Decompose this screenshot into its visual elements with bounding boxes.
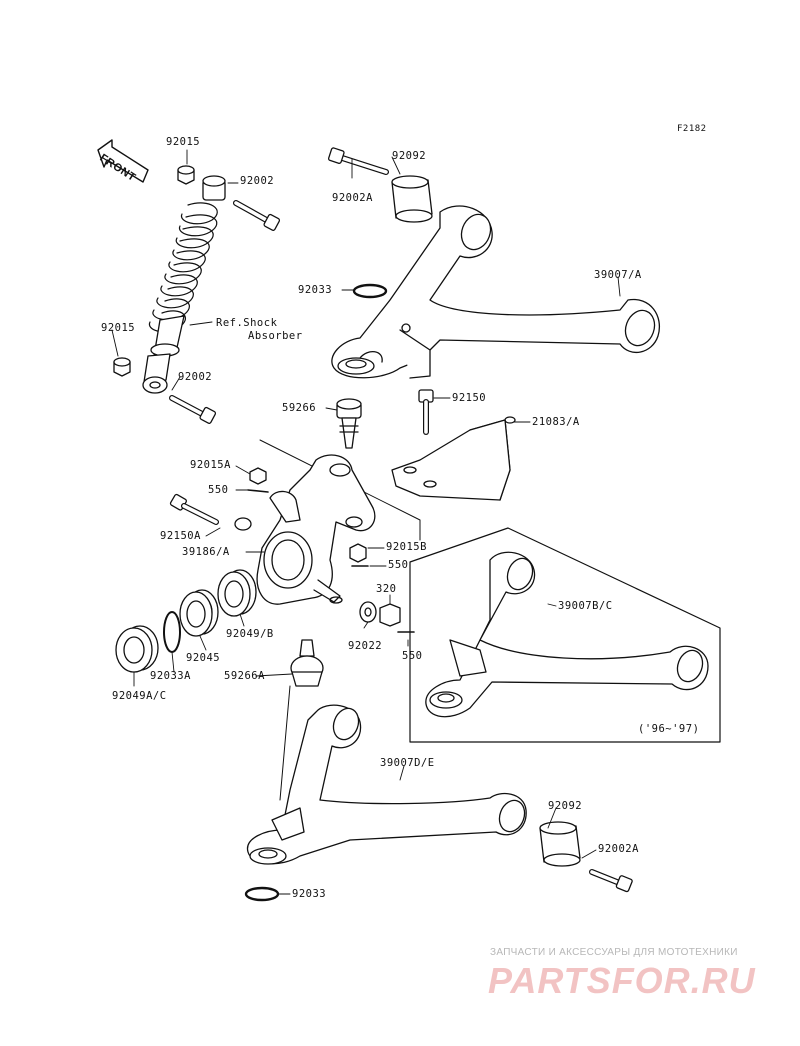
watermark-logo: PARTSFOR.RU xyxy=(488,960,756,1001)
label-92033-bottom: 92033 xyxy=(292,888,327,900)
ball-joint-lower-drawing xyxy=(290,639,324,687)
label-92015B: 92015B xyxy=(386,541,427,553)
label-92002-mid: 92002 xyxy=(178,371,213,383)
label-39007B-C: 39007B/C xyxy=(558,600,613,612)
label-550-a: 550 xyxy=(208,484,229,496)
label-92150A: 92150A xyxy=(160,530,201,542)
leader-lines xyxy=(111,149,621,895)
label-92092-bottom: 92092 xyxy=(548,800,583,812)
label-92015A: 92015A xyxy=(190,459,231,471)
steering-knuckle-drawing xyxy=(169,439,421,633)
shock-absorber-drawing xyxy=(113,165,281,424)
label-92033-top: 92033 xyxy=(298,284,333,296)
label-92002A-top: 92002A xyxy=(332,192,373,204)
label-550-b: 550 xyxy=(388,559,409,571)
alt-lower-arm-box xyxy=(409,527,721,743)
label-320: 320 xyxy=(376,583,397,595)
upper-a-arm-drawing xyxy=(328,147,660,379)
label-550-c: 550 xyxy=(402,650,423,662)
bracket-drawing xyxy=(391,389,516,501)
label-21083-A: 21083/A xyxy=(532,416,580,428)
label-59266A: 59266A xyxy=(224,670,265,682)
figure-id: F2182 xyxy=(677,124,707,134)
label-92022: 92022 xyxy=(348,640,383,652)
label-years: ('96~'97) xyxy=(638,723,700,735)
label-shock-ref-line1: Ref.Shock xyxy=(216,317,278,329)
label-92150: 92150 xyxy=(452,392,487,404)
label-92002-top: 92002 xyxy=(240,175,275,187)
label-shock-ref-line2: Absorber xyxy=(248,330,303,342)
watermark-tagline: ЗАПЧАСТИ И АКСЕССУАРЫ ДЛЯ МОТОТЕХНИКИ xyxy=(490,947,738,958)
label-92049-B: 92049/B xyxy=(226,628,274,640)
label-92015-top: 92015 xyxy=(166,136,201,148)
lower-a-arm-drawing xyxy=(244,685,633,902)
label-59266: 59266 xyxy=(282,402,317,414)
label-39007D-E: 39007D/E xyxy=(380,757,435,769)
label-92049A-C: 92049A/C xyxy=(112,690,167,702)
label-39186-A: 39186/A xyxy=(182,546,230,558)
label-92092-top: 92092 xyxy=(392,150,427,162)
label-92015-mid: 92015 xyxy=(101,322,136,334)
label-92045: 92045 xyxy=(186,652,221,664)
bearings-drawing xyxy=(115,569,257,673)
label-39007-A: 39007/A xyxy=(594,269,642,281)
label-92033A: 92033A xyxy=(150,670,191,682)
label-92002A-bottom: 92002A xyxy=(598,843,639,855)
ball-joint-upper-drawing xyxy=(336,398,362,449)
front-arrow-icon xyxy=(97,139,149,183)
